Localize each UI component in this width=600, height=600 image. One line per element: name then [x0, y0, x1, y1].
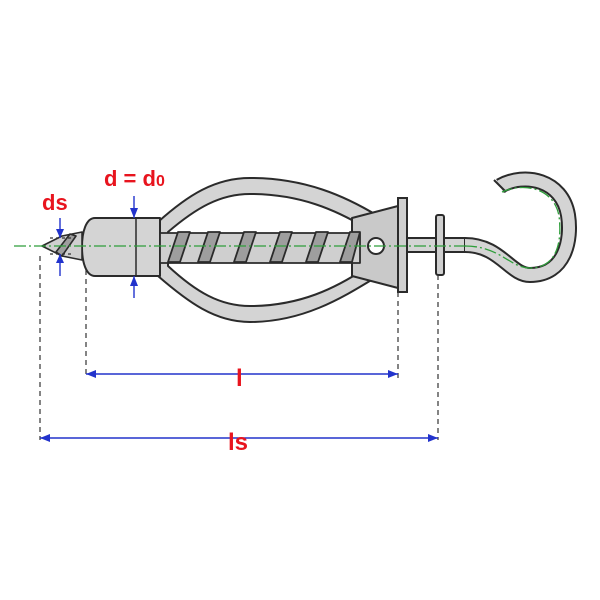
dim-d-arrow-top — [130, 208, 138, 218]
thread-turn-4 — [269, 231, 293, 263]
dim-ls-arrow-right — [428, 434, 438, 442]
label-d-equals-d0: d = d0 — [104, 166, 165, 191]
thread-turn-6 — [339, 231, 361, 263]
thread-turn-5 — [305, 231, 329, 263]
center-axis — [14, 186, 561, 269]
hook-washer — [435, 214, 445, 276]
dim-ls-arrow-left — [40, 434, 50, 442]
thread-turn-3 — [233, 231, 257, 263]
dimensions — [40, 196, 438, 442]
screw-shank — [159, 232, 361, 264]
label-d-main: d = d — [104, 166, 156, 191]
thread-turn-2 — [197, 231, 221, 263]
label-ds: ds — [42, 190, 68, 215]
extension-lines — [39, 237, 439, 440]
hook-tip-cap — [493, 179, 507, 193]
label-ls: ls — [228, 429, 248, 456]
hook — [406, 171, 577, 283]
dim-l-arrow-left — [86, 370, 96, 378]
dim-d-arrow-bottom — [130, 276, 138, 286]
label-l: l — [236, 365, 243, 392]
thread-turn-1 — [167, 231, 191, 263]
flange-plate — [397, 197, 408, 293]
screw-thread — [159, 231, 361, 264]
dim-l-arrow-right — [388, 370, 398, 378]
dim-ds-arrow-top — [56, 229, 64, 238]
hook-axis — [464, 186, 561, 269]
tip-sleeve — [81, 217, 161, 277]
dim-ds-arrow-bottom — [56, 254, 64, 263]
flange — [397, 197, 408, 293]
label-d-subscript: 0 — [156, 173, 165, 190]
hook-curve-core — [464, 173, 575, 281]
